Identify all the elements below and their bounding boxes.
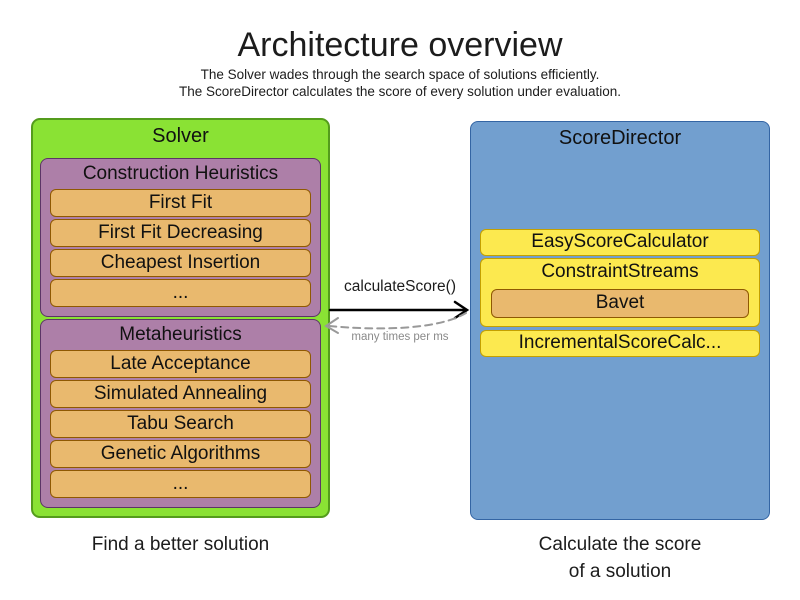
- subtitle-line-2: The ScoreDirector calculates the score o…: [179, 83, 621, 99]
- bavet-item: Bavet: [491, 289, 749, 318]
- solver-box: Solver Construction Heuristics First Fit…: [31, 118, 330, 518]
- calculator-item: EasyScoreCalculator: [480, 229, 760, 256]
- metaheuristics-group: Metaheuristics Late Acceptance Simulated…: [40, 319, 321, 508]
- subtitle: The Solver wades through the search spac…: [0, 67, 800, 100]
- calculator-item-constraint-streams: ConstraintStreams Bavet: [480, 258, 760, 327]
- algorithm-item: Genetic Algorithms: [50, 440, 311, 468]
- algorithm-item-ellipsis: ...: [50, 470, 311, 498]
- calculator-label: ConstraintStreams: [541, 261, 699, 282]
- calculator-item: IncrementalScoreCalc...: [480, 330, 760, 357]
- many-times-dashed-arrow: [324, 312, 467, 334]
- algorithm-item: First Fit Decreasing: [50, 219, 311, 247]
- algorithm-item: First Fit: [50, 189, 311, 217]
- algorithm-item: Cheapest Insertion: [50, 249, 311, 277]
- algorithm-item: Late Acceptance: [50, 350, 311, 378]
- score-director-box-title: ScoreDirector: [558, 127, 682, 149]
- calculate-score-arrow: [328, 300, 470, 320]
- group-title: Metaheuristics: [119, 324, 242, 345]
- subtitle-line-1: The Solver wades through the search spac…: [200, 67, 600, 82]
- algorithm-item-ellipsis: ...: [50, 279, 311, 307]
- page-title: Architecture overview: [237, 26, 563, 64]
- caption-line-1: Calculate the score: [538, 534, 702, 555]
- construction-heuristics-group: Construction Heuristics First Fit First …: [40, 158, 321, 317]
- solver-caption: Find a better solution: [91, 534, 270, 555]
- calculate-score-label: calculateScore(): [344, 278, 456, 295]
- algorithm-item: Tabu Search: [50, 410, 311, 438]
- group-title: Construction Heuristics: [82, 163, 279, 184]
- caption-line-2: of a solution: [568, 561, 672, 582]
- solver-box-title: Solver: [152, 125, 209, 147]
- score-director-box: ScoreDirector EasyScoreCalculator Constr…: [470, 121, 770, 520]
- score-director-caption: Calculate the score of a solution: [470, 531, 770, 585]
- algorithm-item: Simulated Annealing: [50, 380, 311, 408]
- frequency-label: many times per ms: [351, 331, 449, 343]
